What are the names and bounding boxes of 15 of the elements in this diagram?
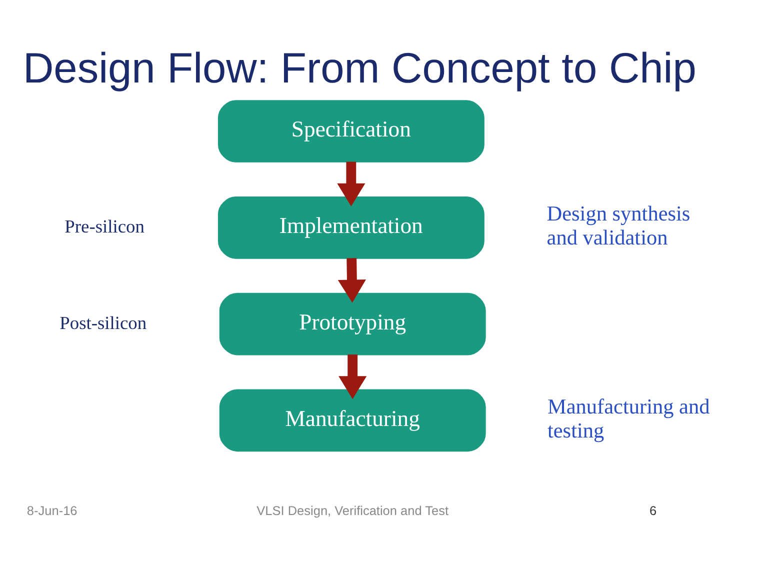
node-box: Implementation [218, 196, 484, 258]
arrow [338, 354, 367, 399]
diagram-title: Design Flow: From Concept to Chip [22, 44, 696, 92]
arrow [337, 161, 366, 206]
node-box: Specification [218, 100, 484, 162]
label: Pre-silicon [64, 216, 144, 236]
label: VLSI Design, Verification and Test [256, 502, 449, 518]
node-box: Prototyping [219, 292, 486, 355]
label: 8-Jun-16 [26, 502, 78, 518]
label: Design synthesis and validation [546, 201, 690, 250]
arrow [338, 258, 366, 302]
node-box: Manufacturing [219, 388, 486, 452]
label: Manufacturing and testing [547, 394, 710, 442]
label: 6 [650, 502, 657, 518]
label: Post-silicon [60, 312, 147, 332]
